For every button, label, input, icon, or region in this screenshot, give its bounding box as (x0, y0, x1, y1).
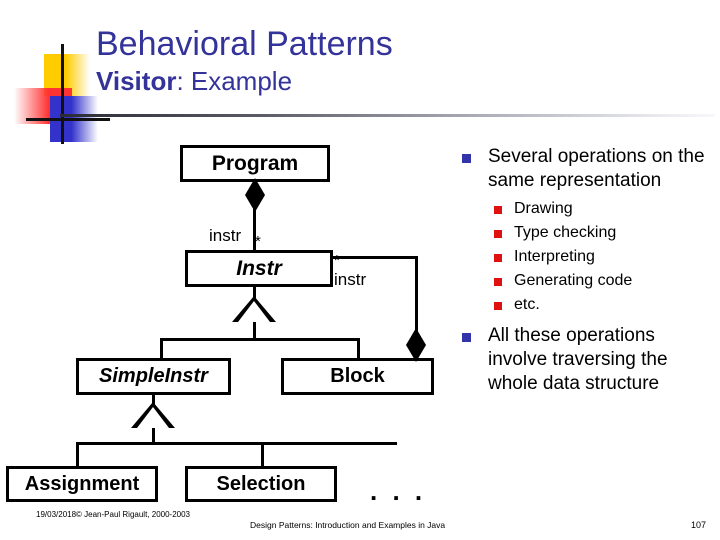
composition-diamond-program-instr (245, 178, 265, 212)
bullet-item-sub-interpreting: Interpreting (452, 245, 714, 269)
inherit-drop-simpleinstr (152, 428, 155, 444)
logo-horizontal-line (26, 118, 110, 121)
bullet-list: Several operations on the same represent… (452, 145, 714, 400)
subtitle-suffix: : Example (176, 66, 293, 96)
page-title: Behavioral Patterns (96, 25, 393, 63)
bullet-text: Several operations on the same represent… (488, 146, 705, 191)
brand-logo (14, 44, 118, 144)
inherit-stem-simpleinstr (152, 395, 155, 405)
bullet-square-red-icon (494, 278, 502, 286)
slide-footer: 19/03/2018© Jean-Paul Rigault, 2000-2003… (0, 506, 720, 540)
uml-node-block-label: Block (330, 365, 385, 387)
footer-course-title: Design Patterns: Introduction and Exampl… (250, 520, 446, 530)
page-subtitle: Visitor: Example (96, 66, 706, 96)
uml-node-instr[interactable]: Instr (185, 250, 333, 287)
bullet-item-sub-etc: etc. (452, 293, 714, 317)
assoc-multiplicity-top: * (255, 233, 261, 250)
inherit-branch-assignment (76, 442, 79, 466)
uml-node-simpleinstr[interactable]: SimpleInstr (76, 358, 231, 395)
bullet-item-sub-type-checking: Type checking (452, 221, 714, 245)
uml-node-assignment-label: Assignment (24, 472, 140, 495)
uml-node-selection[interactable]: Selection (185, 466, 337, 502)
bullet-square-red-icon (494, 230, 502, 238)
edge-instr-block-h1 (330, 256, 418, 259)
bullet-text: Generating code (514, 272, 633, 289)
uml-class-diagram: Program instr * Instr * instr SimpleInst… (0, 130, 450, 506)
bullet-text: Type checking (514, 224, 617, 241)
footer-page-number: 107 (690, 520, 706, 530)
inherit-drop-instr (253, 322, 256, 340)
inherit-branch-selection (261, 442, 264, 466)
inherit-branch-simpleinstr (160, 338, 163, 360)
uml-node-ellipsis: . . . (370, 476, 427, 506)
footer-copyright: 19/03/2018© Jean-Paul Rigault, 2000-2003 (36, 510, 191, 519)
inherit-bar-leaves (76, 442, 397, 445)
bullet-item-main-1: Several operations on the same represent… (452, 145, 714, 193)
logo-vertical-line (61, 44, 64, 144)
inherit-branch-block (357, 338, 360, 360)
bullet-square-red-icon (494, 254, 502, 262)
uml-node-program[interactable]: Program (180, 145, 330, 182)
bullet-item-sub-drawing: Drawing (452, 197, 714, 221)
bullet-square-blue-icon (462, 154, 471, 163)
bullet-text: All these operations involve traversing … (488, 325, 668, 394)
bullet-square-blue-icon (462, 333, 471, 342)
inherit-stem-instr (253, 287, 256, 299)
bullet-item-sub-generating-code: Generating code (452, 269, 714, 293)
title-divider (60, 114, 715, 117)
subtitle-pattern-name: Visitor (96, 66, 177, 96)
assoc-multiplicity-right: * (334, 252, 340, 269)
assoc-label-instr-right: instr (334, 270, 367, 289)
bullet-text: Interpreting (514, 248, 595, 265)
uml-node-program-label: Program (211, 151, 299, 175)
bullet-item-main-2: All these operations involve traversing … (452, 324, 714, 396)
bullet-square-red-icon (494, 302, 502, 310)
uml-node-block[interactable]: Block (281, 358, 434, 395)
uml-node-assignment[interactable]: Assignment (6, 466, 158, 502)
title-block: Behavioral Patterns Visitor: Example (96, 24, 706, 96)
bullet-text: etc. (514, 296, 540, 313)
uml-node-simpleinstr-label: SimpleInstr (99, 365, 208, 387)
bullet-square-red-icon (494, 206, 502, 214)
bullet-text: Drawing (514, 200, 573, 217)
inherit-bar-instr (160, 338, 360, 341)
composition-diamond-block (406, 328, 426, 362)
edge-program-instr (253, 208, 256, 250)
bullet-sublist: Drawing Type checking Interpreting Gener… (452, 197, 714, 317)
uml-node-selection-label: Selection (216, 472, 306, 495)
uml-node-instr-label: Instr (236, 256, 282, 280)
edge-instr-block-v (415, 256, 418, 336)
assoc-label-instr-top: instr (209, 226, 242, 245)
